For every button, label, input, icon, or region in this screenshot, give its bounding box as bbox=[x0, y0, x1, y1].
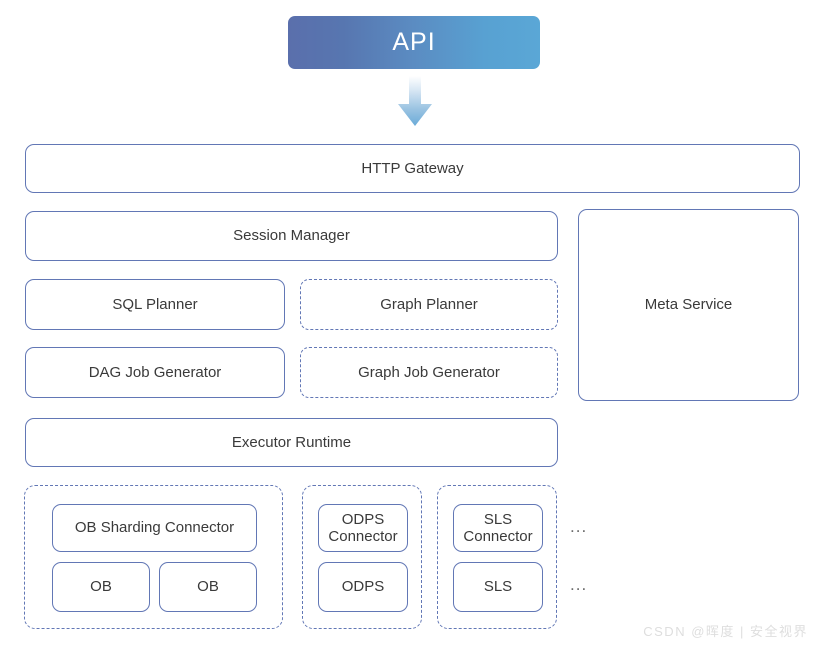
sls-store-label: SLS bbox=[483, 578, 513, 596]
ob-connector-group: OB Sharding Connector OB OB bbox=[24, 485, 283, 629]
graph-planner-box[interactable]: Graph Planner bbox=[300, 279, 558, 330]
api-banner-label: API bbox=[392, 28, 436, 56]
executor-runtime-box[interactable]: Executor Runtime bbox=[25, 418, 558, 467]
executor-runtime-label: Executor Runtime bbox=[231, 433, 352, 451]
odps-connector-group: ODPS Connector ODPS bbox=[302, 485, 422, 629]
graph-job-generator-label: Graph Job Generator bbox=[358, 363, 500, 381]
meta-service-box[interactable]: Meta Service bbox=[578, 209, 799, 401]
meta-service-label: Meta Service bbox=[644, 296, 733, 314]
ob-sharding-connector-box[interactable]: OB Sharding Connector bbox=[52, 504, 257, 552]
graph-job-generator-box[interactable]: Graph Job Generator bbox=[300, 347, 558, 398]
http-gateway-box[interactable]: HTTP Gateway bbox=[25, 144, 800, 193]
sls-connector-label: SLS Connector bbox=[463, 510, 533, 545]
ob-store-box-1[interactable]: OB bbox=[52, 562, 150, 612]
ellipsis-connector-row: ... bbox=[570, 517, 588, 536]
down-arrow-icon bbox=[395, 76, 435, 128]
sql-planner-label: SQL Planner bbox=[112, 295, 198, 313]
sql-planner-box[interactable]: SQL Planner bbox=[25, 279, 285, 330]
sls-store-box[interactable]: SLS bbox=[453, 562, 543, 612]
ob-sharding-connector-label: OB Sharding Connector bbox=[74, 519, 235, 537]
dag-job-generator-box[interactable]: DAG Job Generator bbox=[25, 347, 285, 398]
sls-connector-box[interactable]: SLS Connector bbox=[453, 504, 543, 552]
odps-store-box[interactable]: ODPS bbox=[318, 562, 408, 612]
session-manager-box[interactable]: Session Manager bbox=[25, 211, 558, 261]
graph-planner-label: Graph Planner bbox=[380, 295, 478, 313]
session-manager-label: Session Manager bbox=[233, 227, 350, 245]
ob-store-label-1: OB bbox=[90, 578, 112, 596]
odps-connector-label: ODPS Connector bbox=[328, 510, 398, 545]
dag-job-generator-label: DAG Job Generator bbox=[88, 363, 222, 381]
sls-connector-group: SLS Connector SLS bbox=[437, 485, 557, 629]
odps-connector-box[interactable]: ODPS Connector bbox=[318, 504, 408, 552]
ellipsis-store-row: ... bbox=[570, 575, 588, 594]
http-gateway-label: HTTP Gateway bbox=[361, 159, 464, 177]
odps-store-label: ODPS bbox=[341, 578, 385, 596]
watermark: CSDN @晖度 | 安全视界 bbox=[643, 624, 808, 639]
api-banner: API bbox=[288, 16, 540, 69]
ob-store-label-2: OB bbox=[197, 578, 219, 596]
ob-store-box-2[interactable]: OB bbox=[159, 562, 257, 612]
